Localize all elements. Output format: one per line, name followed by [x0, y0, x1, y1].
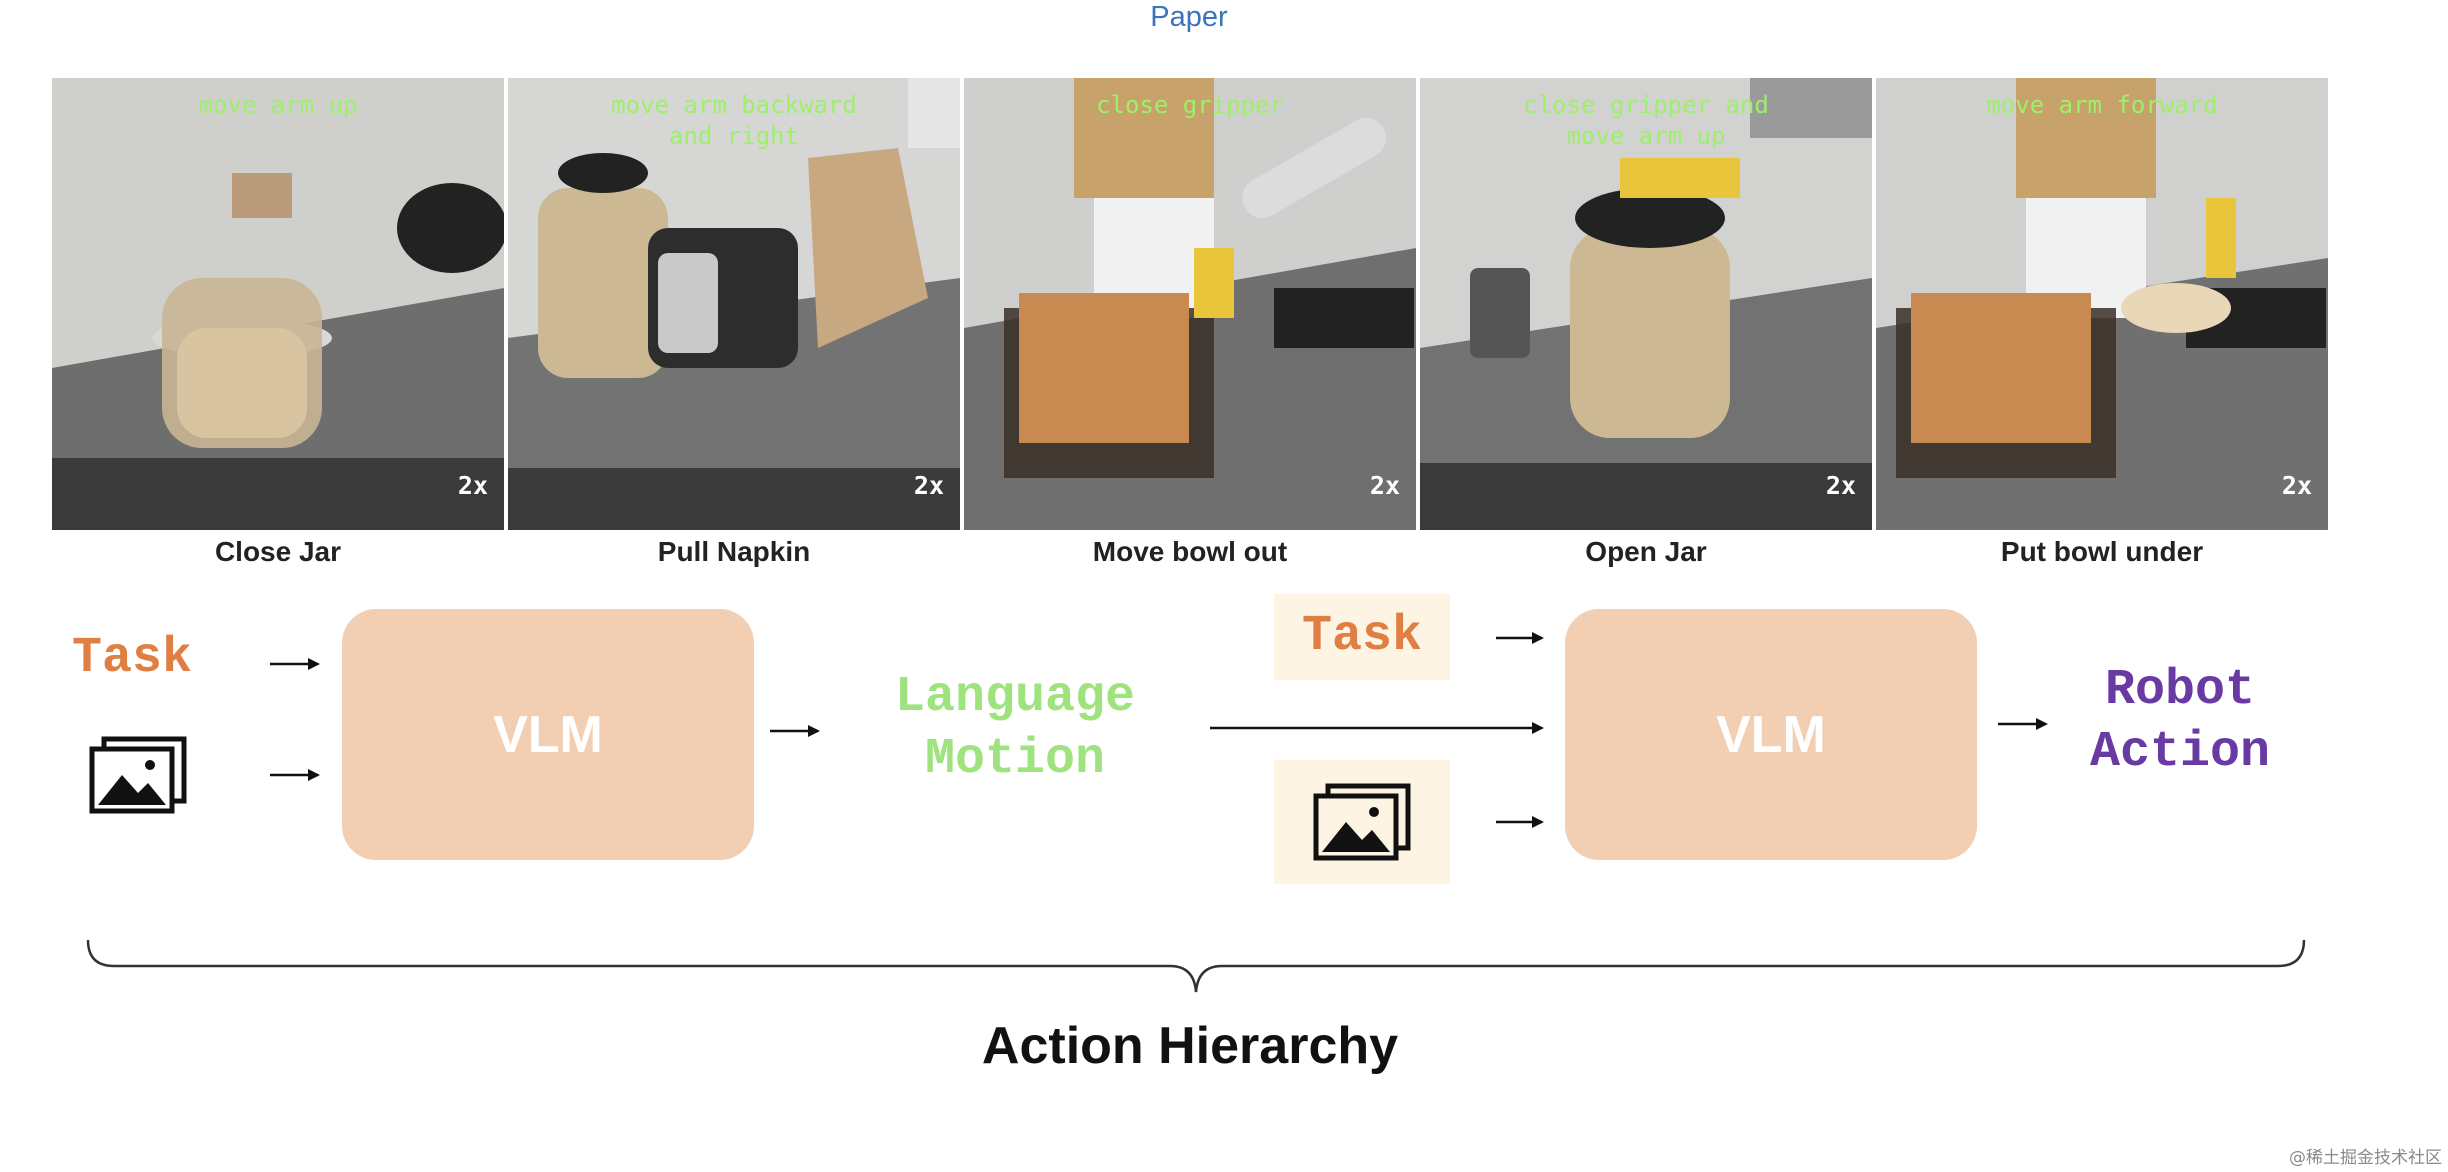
- frame-label: Put bowl under: [2000, 536, 2204, 567]
- speed-badge: 2x: [1825, 471, 1856, 500]
- watermark: @稀土掘金技术社区: [2289, 1148, 2442, 1168]
- speed-badge: 2x: [913, 471, 944, 500]
- hierarchy-brace: [86, 939, 2306, 993]
- task-box-2: Task: [1274, 594, 1450, 680]
- speed-badge: 2x: [1369, 471, 1400, 500]
- scene-image: [508, 78, 960, 530]
- scene-image: [1420, 78, 1872, 530]
- scene-image: [52, 78, 504, 530]
- task-label: Task: [72, 630, 193, 687]
- image-box-2: [1274, 760, 1450, 884]
- image-icon: [1313, 783, 1411, 861]
- frame-overlay-text: close gripper and move arm up: [1523, 91, 1769, 150]
- frame-overlay-text: move arm backward and right: [611, 91, 857, 150]
- frame-label: Close Jar: [214, 536, 342, 567]
- language-motion-label: Language Motion: [894, 669, 1136, 788]
- robot-action-label: Robot Action: [2089, 662, 2271, 781]
- frame-overlay-text: close gripper: [1096, 91, 1284, 119]
- frame-overlay-text: move arm up: [198, 91, 358, 119]
- image-icon: [88, 735, 188, 821]
- video-frame-move-bowl-out: close gripper 2x: [964, 78, 1416, 530]
- video-frame-close-jar: move arm up 2x: [52, 78, 504, 530]
- scene-image: [1876, 78, 2328, 530]
- vlm-box-2: VLM: [1565, 609, 1977, 860]
- frame-label: Pull Napkin: [657, 536, 811, 567]
- hierarchy-title: Action Hierarchy: [981, 1017, 1399, 1075]
- speed-badge: 2x: [457, 471, 488, 500]
- frame-label: Open Jar: [1585, 536, 1707, 567]
- paper-link[interactable]: Paper: [1150, 1, 1228, 33]
- task-label-2: Task: [1301, 608, 1423, 665]
- video-frame-put-bowl-under: move arm forward 2x: [1876, 78, 2328, 530]
- speed-badge: 2x: [2281, 471, 2312, 500]
- frame-overlay-text: move arm forward: [1986, 91, 2218, 119]
- frame-label: Move bowl out: [1092, 536, 1288, 567]
- video-frame-open-jar: close gripper and move arm up 2x: [1420, 78, 1872, 530]
- vlm-box-1: VLM: [342, 609, 754, 860]
- video-frame-pull-napkin: move arm backward and right 2x: [508, 78, 960, 530]
- scene-image: [964, 78, 1416, 530]
